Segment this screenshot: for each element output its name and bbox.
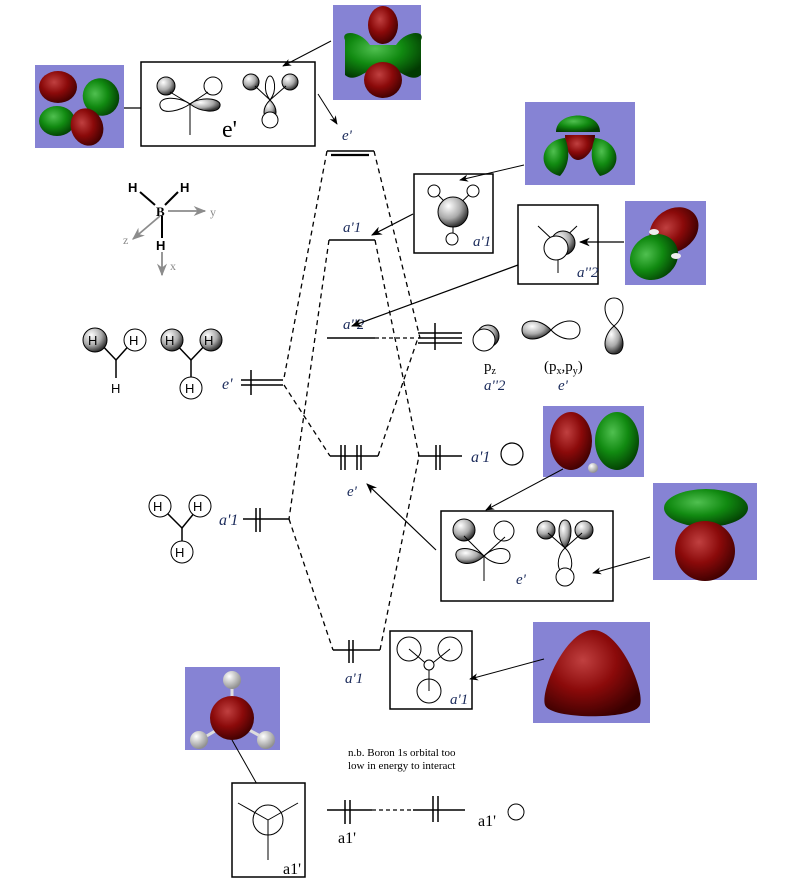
pxy-label: (px,py) bbox=[544, 359, 583, 377]
pz-label: pz bbox=[484, 359, 497, 377]
core-right-label: a1' bbox=[478, 813, 496, 830]
right-p-levels bbox=[418, 323, 462, 350]
svg-text:H: H bbox=[153, 499, 162, 514]
h3-e-group-orbital-2: H H H bbox=[160, 328, 223, 400]
left-e-label: e' bbox=[222, 376, 233, 393]
orbital-render-a1-bonding bbox=[533, 622, 650, 723]
arrow bbox=[459, 164, 525, 182]
pz-symmetry: a''2 bbox=[484, 378, 506, 394]
orbital-render-b1s bbox=[185, 667, 280, 750]
core-levels bbox=[327, 796, 465, 824]
s-orbital-drawing bbox=[500, 442, 524, 466]
arrow bbox=[366, 483, 437, 551]
correlation-lines bbox=[283, 150, 421, 651]
core-s-orbital bbox=[507, 803, 525, 821]
core-note-line2: low in energy to interact bbox=[348, 760, 455, 772]
left-a1-level bbox=[243, 508, 289, 532]
svg-text:B: B bbox=[156, 204, 165, 219]
box-core-label: a1' bbox=[283, 861, 301, 878]
svg-text:H: H bbox=[111, 381, 120, 396]
arrow bbox=[469, 658, 545, 681]
svg-text:x: x bbox=[170, 259, 176, 273]
svg-text:H: H bbox=[128, 180, 137, 195]
h3-a1-group-orbital: H H H bbox=[148, 494, 212, 564]
svg-text:H: H bbox=[175, 545, 184, 560]
svg-text:H: H bbox=[193, 499, 202, 514]
orbital-render-e-antibonding-2 bbox=[333, 5, 422, 100]
orbital-render-e-bonding-2 bbox=[653, 483, 757, 581]
svg-text:H: H bbox=[88, 333, 97, 348]
box-top-e-label: e' bbox=[222, 117, 237, 143]
arrow bbox=[592, 556, 651, 575]
orbital-render-e-antibonding-1 bbox=[35, 65, 124, 148]
box-e-bonding-label: e' bbox=[516, 572, 527, 588]
axes-diagram: H H B H y z x bbox=[123, 180, 216, 277]
box-a1-antibonding: a'1 bbox=[413, 173, 494, 254]
mo-label-a1-antibonding: a'1 bbox=[343, 220, 361, 236]
pz-orbital-drawing bbox=[472, 324, 500, 352]
arrow bbox=[282, 40, 332, 67]
mo-label-e-antibonding: e' bbox=[342, 128, 353, 144]
svg-text:H: H bbox=[165, 333, 174, 348]
arrow bbox=[317, 93, 338, 125]
box-a1-bonding: a'1 bbox=[389, 630, 473, 710]
core-left-label: a1' bbox=[338, 830, 356, 847]
box-e-bonding: e' bbox=[440, 510, 614, 602]
h3-e-group-orbital-1: H H H bbox=[82, 327, 147, 396]
right-s-label: a'1 bbox=[471, 449, 490, 466]
orbital-render-a1-antibonding bbox=[525, 102, 635, 185]
svg-text:H: H bbox=[180, 180, 189, 195]
svg-text:z: z bbox=[123, 233, 128, 247]
arrow bbox=[371, 213, 414, 236]
box-top-e: e' bbox=[140, 61, 316, 147]
svg-text:H: H bbox=[156, 238, 165, 253]
svg-text:H: H bbox=[204, 333, 213, 348]
box-a2-nonbonding: a''2 bbox=[517, 204, 599, 285]
electron-pairs-e-bonding bbox=[340, 445, 362, 470]
box-a2-label: a''2 bbox=[577, 265, 599, 281]
box-core-a1: a1' bbox=[231, 782, 306, 878]
pxy-symmetry: e' bbox=[558, 378, 569, 394]
left-e-level bbox=[241, 370, 283, 395]
core-note-line1: n.b. Boron 1s orbital too bbox=[348, 747, 456, 759]
right-s-level bbox=[418, 445, 462, 470]
box-a1-bonding-label: a'1 bbox=[450, 692, 468, 708]
pxy-orbital-drawing bbox=[521, 297, 624, 355]
mo-label-e-bonding: e' bbox=[347, 484, 358, 500]
mo-label-a1-bonding: a'1 bbox=[345, 671, 363, 687]
svg-text:H: H bbox=[185, 381, 194, 396]
box-a1-antibonding-label: a'1 bbox=[473, 234, 491, 250]
arrow bbox=[485, 468, 564, 511]
electron-pair-a1-bonding bbox=[348, 640, 354, 663]
left-a1-label: a'1 bbox=[219, 512, 238, 529]
svg-text:H: H bbox=[129, 333, 138, 348]
orbital-render-a2-nonbonding bbox=[625, 201, 706, 285]
orbital-render-e-bonding-1 bbox=[543, 406, 644, 477]
arrow bbox=[350, 264, 519, 327]
svg-text:y: y bbox=[210, 205, 216, 219]
